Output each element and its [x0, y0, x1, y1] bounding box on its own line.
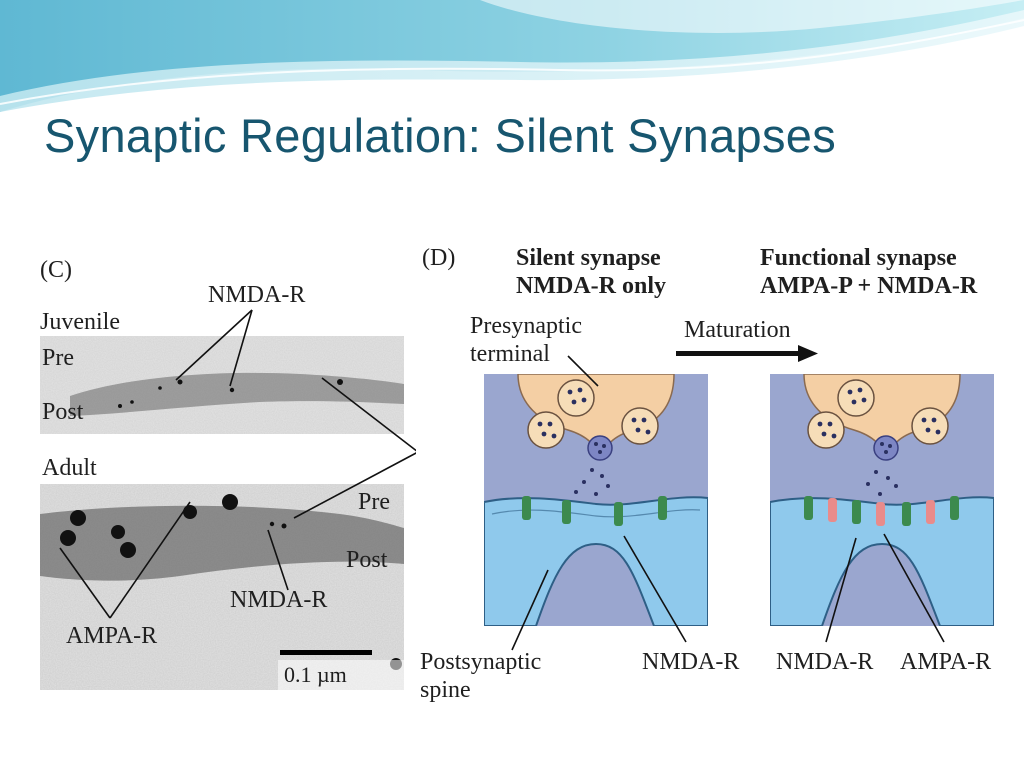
presynaptic-label-line2: terminal [470, 341, 550, 367]
nmda-label-juvenile: NMDA-R [208, 282, 306, 308]
nmda-label-functional: NMDA-R [776, 649, 874, 675]
header-wave-decoration [0, 0, 1024, 112]
functional-synapse-diagram [770, 374, 994, 626]
adult-label: Adult [42, 455, 97, 481]
juvenile-post-label: Post [42, 399, 84, 425]
slide-title: Synaptic Regulation: Silent Synapses [44, 109, 836, 162]
presynaptic-label-line1: Presynaptic [470, 313, 582, 339]
scale-bar-label: 0.1 µm [284, 662, 347, 687]
postsynaptic-label-line1: Postsynaptic [420, 649, 542, 675]
functional-synapse-title: Functional synapse [760, 245, 957, 271]
panel-d-tag: (D) [422, 245, 456, 271]
juvenile-micrograph [40, 336, 404, 434]
functional-synapse-subtitle: AMPA-P + NMDA-R [760, 273, 978, 299]
juvenile-label: Juvenile [40, 309, 120, 335]
silent-synapse-diagram [484, 374, 708, 626]
postsynaptic-label-line2: spine [420, 677, 471, 703]
maturation-label: Maturation [684, 317, 791, 343]
adult-pre-label: Pre [358, 489, 390, 515]
nmda-label-adult: NMDA-R [230, 587, 328, 613]
ampa-label-adult: AMPA-R [66, 623, 158, 649]
adult-micrograph [40, 484, 404, 690]
silent-synapse-title: Silent synapse [516, 245, 661, 271]
silent-synapse-subtitle: NMDA-R only [516, 273, 666, 299]
adult-post-label: Post [346, 547, 388, 573]
ampa-label-functional: AMPA-R [900, 649, 992, 675]
juvenile-pre-label: Pre [42, 345, 74, 371]
panel-c-tag: (C) [40, 257, 72, 283]
nmda-label-silent: NMDA-R [642, 649, 740, 675]
